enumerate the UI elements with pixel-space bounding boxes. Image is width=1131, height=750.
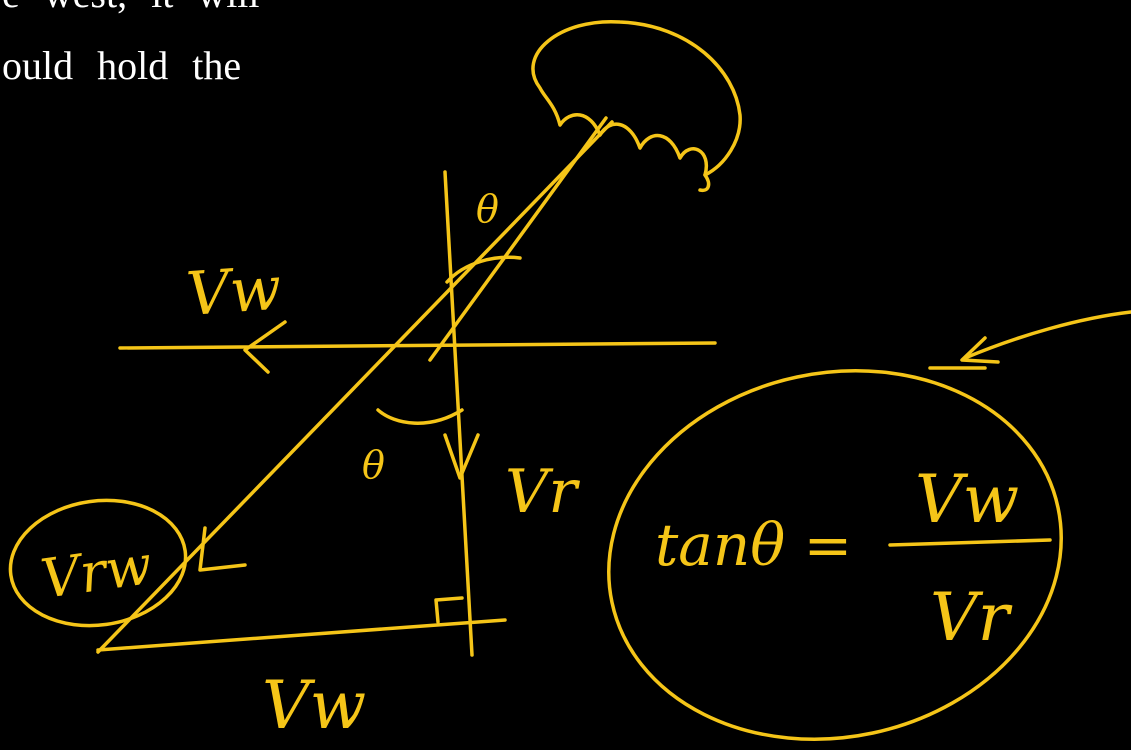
formula-ellipse xyxy=(607,369,1063,741)
horizontal-line-top xyxy=(118,341,717,350)
vr-arrowhead xyxy=(443,433,480,480)
pointer-arrow-line xyxy=(963,310,1131,360)
vw-label-bottom: Vw xyxy=(262,667,366,744)
theta-arc-top xyxy=(445,255,522,284)
text-line-2: ould hold the xyxy=(2,43,242,88)
umbrella-handle-line xyxy=(428,116,608,362)
theta-label-bottom: θ xyxy=(362,443,385,487)
vw-label-top: Vw xyxy=(184,254,283,330)
fraction-bar xyxy=(888,538,1052,547)
theta-label-top: θ xyxy=(476,187,499,231)
umbrella-icon xyxy=(531,20,742,193)
horizontal-line-bottom xyxy=(96,618,507,652)
formula-numerator: Vw xyxy=(915,461,1019,538)
formula-lhs: tanθ = xyxy=(655,511,852,579)
resultant-arrowhead xyxy=(198,526,247,572)
formula-denominator: Vr xyxy=(930,579,1013,656)
text-line-1: e west, it will xyxy=(2,0,260,14)
vr-label: Vr xyxy=(505,457,580,527)
umbrella-canopy xyxy=(531,20,742,177)
umbrella-rim-hooks xyxy=(698,173,711,193)
theta-arc-bottom xyxy=(376,408,464,425)
vrw-label: Vrw xyxy=(37,533,156,611)
pointer-arrowhead xyxy=(960,336,1000,364)
vw-arrowhead-top xyxy=(243,320,287,374)
resultant-vector-line xyxy=(96,120,614,654)
right-angle-marker xyxy=(434,596,464,624)
vrw-circle xyxy=(8,498,188,628)
